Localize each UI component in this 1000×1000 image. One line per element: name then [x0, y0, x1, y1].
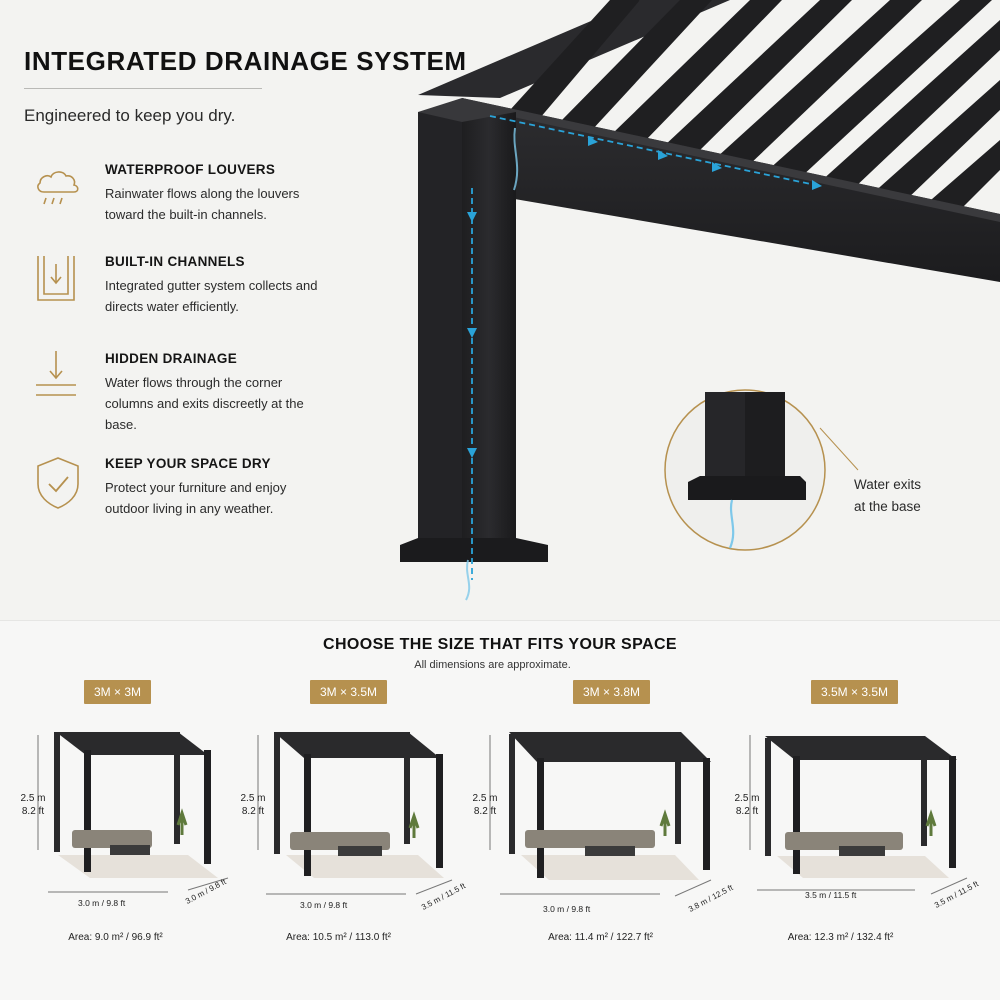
size-badge: 3M × 3.5M	[310, 680, 388, 704]
callout-label: Water exits at the base	[854, 474, 964, 518]
size-badge: 3.5M × 3.5M	[811, 680, 899, 704]
sizes-title: CHOOSE THE SIZE THAT FITS YOUR SPACE	[323, 636, 677, 653]
feature-title: HIDDEN DRAINAGE	[105, 351, 238, 366]
height-label: 2.5 m 8.2 ft	[732, 792, 762, 818]
height-label: 2.5 m 8.2 ft	[18, 792, 48, 818]
column-base-plate	[400, 538, 548, 562]
feature-waterproof-louvers: WATERPROOF LOUVERS Rainwater flows along…	[30, 162, 330, 232]
callout-label-line1: Water exits	[854, 477, 922, 492]
height-m: 2.5 m	[20, 793, 46, 804]
area-label: Area: 10.5 m² / 113.0 ft²	[286, 932, 391, 943]
feature-description: Protect your furniture and enjoy outdoor…	[105, 480, 287, 516]
width-label: 3.5 m / 11.5 ft	[805, 890, 857, 900]
area-label: Area: 9.0 m² / 96.9 ft²	[68, 932, 163, 943]
height-m: 2.5 m	[472, 793, 498, 804]
height-label: 2.5 m 8.2 ft	[238, 792, 268, 818]
pergola-illustration	[257, 732, 453, 895]
page-subtitle: Engineered to keep you dry.	[24, 106, 236, 125]
water-drip	[513, 127, 519, 191]
area-label: Area: 11.4 m² / 122.7 ft²	[548, 932, 653, 943]
height-ft: 8.2 ft	[241, 806, 265, 817]
feature-hidden-drainage: HIDDEN DRAINAGE Water flows through the …	[30, 351, 330, 441]
water-flow-path	[471, 115, 821, 580]
shield-check-icon	[37, 457, 79, 509]
title-divider	[24, 88, 262, 89]
pergola-illustration	[749, 735, 968, 895]
sizes-note: All dimensions are approximate.	[414, 659, 571, 671]
feature-built-in-channels: BUILT-IN CHANNELS Integrated gutter syst…	[30, 254, 330, 324]
area-label: Area: 12.3 m² / 132.4 ft²	[787, 932, 894, 943]
size-card-3x3.5[interactable]: 3M × 3.5M 2.5 m 8.2 ft 3.0 m / 9.8 ft 3.…	[238, 680, 483, 980]
size-badge: 3M × 3M	[84, 680, 152, 704]
height-label: 2.5 m 8.2 ft	[470, 792, 500, 818]
width-label: 3.0 m / 9.8 ft	[543, 904, 591, 914]
front-beam	[462, 98, 1000, 282]
height-ft: 8.2 ft	[21, 806, 45, 817]
corner-column	[418, 112, 466, 542]
size-card-3x3[interactable]: 3M × 3M 2.5 m 8.2 ft 3.0 m / 9.8 ft 3.0 …	[18, 680, 263, 980]
drain-arrow-icon	[36, 351, 76, 396]
feature-description: Water flows through the corner columns a…	[105, 375, 304, 432]
size-card-3.5x3.5[interactable]: 3.5M × 3.5M 2.5 m 8.2 ft 3.5 m / 11.5 ft…	[732, 680, 980, 980]
water-arrow-heads	[467, 136, 822, 458]
height-m: 2.5 m	[734, 793, 760, 804]
feature-description: Integrated gutter system collects and di…	[105, 278, 318, 314]
pergola-illustration	[489, 732, 712, 897]
height-m: 2.5 m	[240, 793, 266, 804]
callout-leader-line	[819, 427, 859, 471]
height-ft: 8.2 ft	[735, 806, 759, 817]
width-label: 3.0 m / 9.8 ft	[300, 900, 348, 910]
size-card-3x3.8[interactable]: 3M × 3.8M 2.5 m 8.2 ft 3.0 m / 9.8 ft 3.…	[472, 680, 734, 980]
feature-keep-space-dry: KEEP YOUR SPACE DRY Protect your furnitu…	[30, 456, 330, 526]
width-label: 3.0 m / 9.8 ft	[78, 898, 126, 908]
callout-label-line2: at the base	[854, 499, 921, 514]
feature-title: WATERPROOF LOUVERS	[105, 162, 276, 177]
feature-title: BUILT-IN CHANNELS	[105, 254, 245, 269]
height-ft: 8.2 ft	[473, 806, 497, 817]
gutter-channel-icon	[37, 256, 75, 301]
louvers	[510, 0, 1000, 214]
feature-description: Rainwater flows along the louvers toward…	[105, 186, 300, 222]
pergola-corner-illustration	[400, 0, 1000, 601]
page-title: INTEGRATED DRAINAGE SYSTEM	[24, 46, 467, 76]
rain-cloud-icon	[37, 171, 79, 205]
pergola-illustration	[37, 732, 229, 893]
feature-title: KEEP YOUR SPACE DRY	[105, 456, 271, 471]
size-badge: 3M × 3.8M	[573, 680, 651, 704]
